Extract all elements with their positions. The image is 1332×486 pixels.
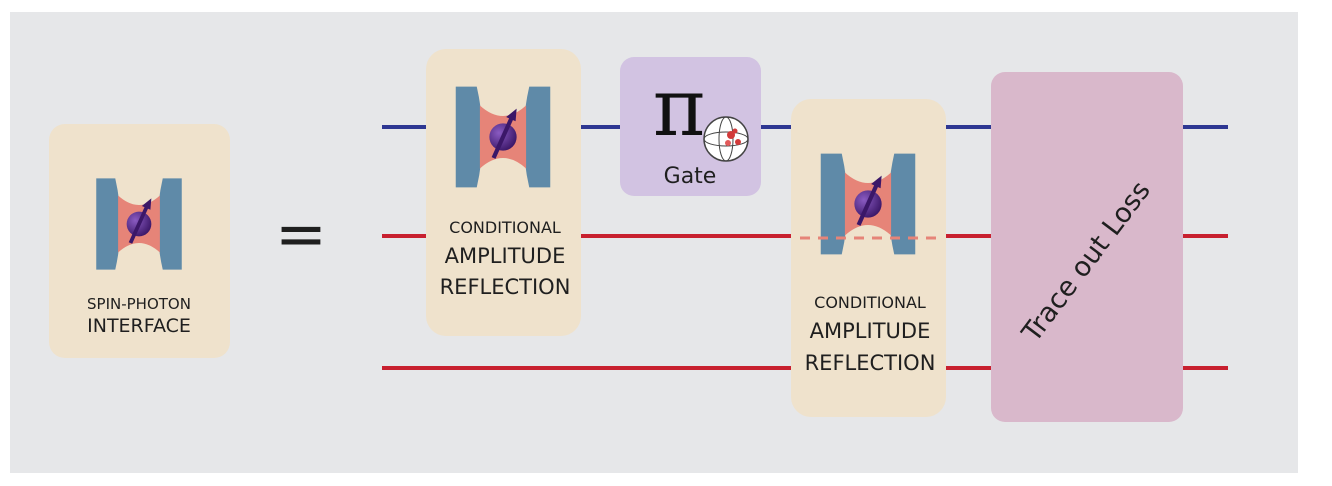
module1-label-line3: REFLECTION (440, 275, 571, 299)
trace-out-loss-box: Trace out Loss (991, 72, 1183, 422)
module2-label-line3: REFLECTION (805, 351, 936, 375)
module1-label-line1: CONDITIONAL (449, 218, 561, 237)
pi-symbol: π (653, 61, 706, 154)
module1-label-line2: AMPLITUDE (445, 244, 566, 268)
module2-label-line1: CONDITIONAL (814, 293, 926, 312)
conditional-reflection-module-2: CONDITIONAL AMPLITUDE REFLECTION (791, 99, 946, 417)
spin-photon-label-line1: SPIN-PHOTON (87, 295, 191, 313)
module2-label-line2: AMPLITUDE (810, 319, 931, 343)
equals-sign: = (275, 197, 327, 270)
pi-gate-box: π Gate (620, 57, 761, 196)
spin-photon-interface-box: SPIN-PHOTON INTERFACE (49, 124, 230, 358)
bloch-sphere-icon (703, 116, 749, 162)
gate-label: Gate (664, 164, 717, 189)
spin-photon-label-line2: INTERFACE (87, 315, 191, 337)
conditional-reflection-module-1: CONDITIONAL AMPLITUDE REFLECTION (426, 49, 581, 336)
